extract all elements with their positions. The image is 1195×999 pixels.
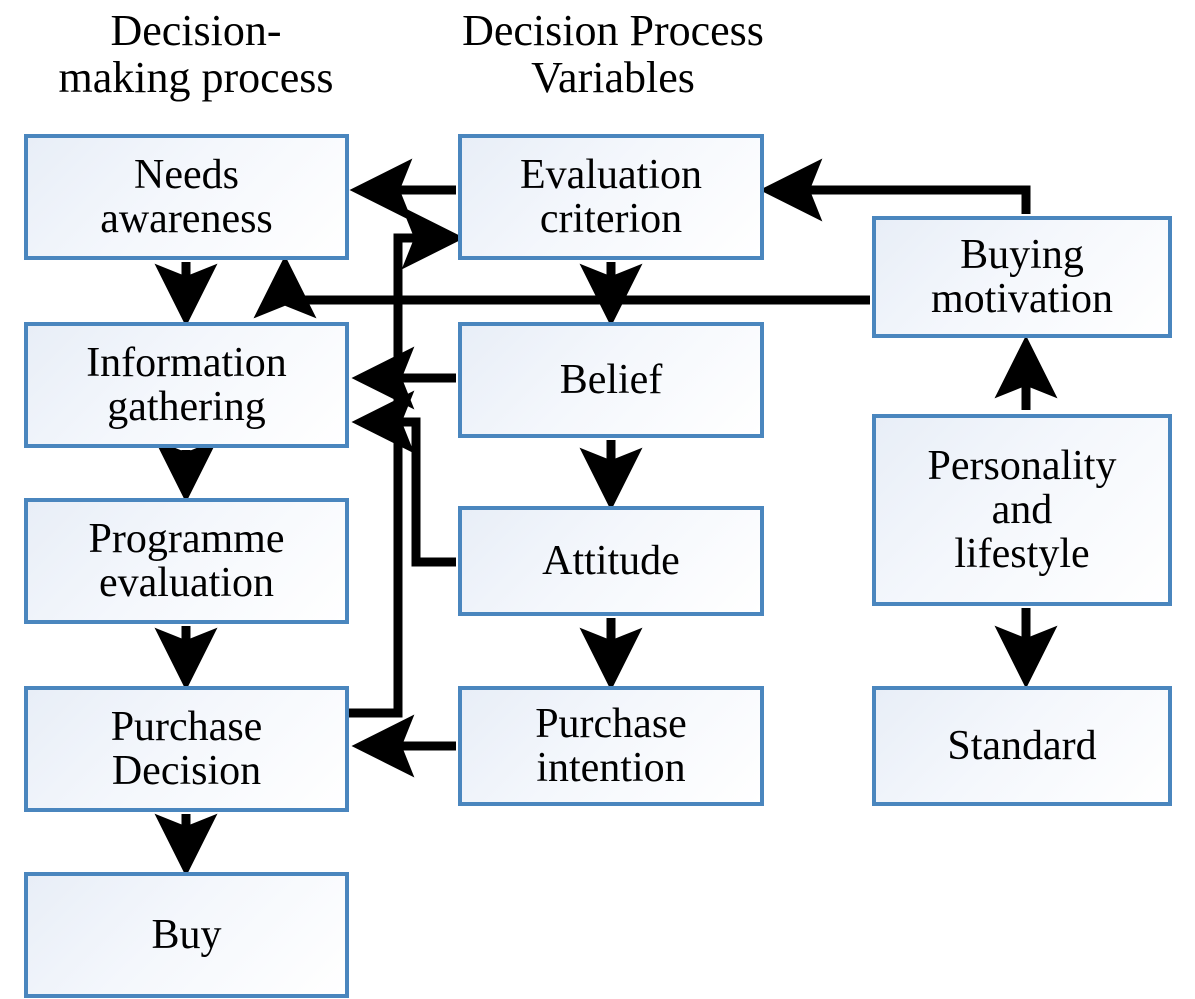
node-label: Buy <box>151 911 222 958</box>
node-label: Personality and lifestyle <box>927 442 1117 578</box>
node-belief[interactable]: Belief <box>458 322 764 438</box>
node-information-gathering[interactable]: Information gathering <box>24 322 349 448</box>
node-evaluation-criterion[interactable]: Evaluation criterion <box>458 134 764 260</box>
node-label: Buying motivation <box>931 231 1113 322</box>
node-buy[interactable]: Buy <box>24 872 349 998</box>
node-buying-motivation[interactable]: Buying motivation <box>872 216 1172 338</box>
node-label: Information gathering <box>86 339 287 430</box>
node-purchase-decision[interactable]: Purchase Decision <box>24 686 349 812</box>
edge-purchase-to-evalcrit <box>348 206 465 718</box>
node-standard[interactable]: Standard <box>872 686 1172 806</box>
node-label: Standard <box>947 722 1097 769</box>
edge-attitude-to-info <box>351 390 456 567</box>
node-purchase-intention[interactable]: Purchase intention <box>458 686 764 806</box>
node-label: Belief <box>559 356 663 403</box>
node-label: Programme evaluation <box>88 515 285 606</box>
node-needs-awareness[interactable]: Needs awareness <box>24 134 349 260</box>
node-label: Needs awareness <box>100 151 273 242</box>
node-programme-evaluation[interactable]: Programme evaluation <box>24 498 349 624</box>
node-label: Attitude <box>542 537 680 584</box>
node-label: Purchase intention <box>535 700 687 791</box>
edge-motivation-to-needs <box>253 255 870 319</box>
node-personality-and-lifestyle[interactable]: Personality and lifestyle <box>872 414 1172 606</box>
node-label: Evaluation criterion <box>520 151 702 242</box>
column-heading-left: Decision- making process <box>58 6 334 102</box>
node-label: Purchase Decision <box>110 703 263 794</box>
column-heading-middle: Decision Process Variables <box>462 6 764 102</box>
node-attitude[interactable]: Attitude <box>458 506 764 616</box>
edge-motivation-to-evalcrit <box>759 158 1031 222</box>
